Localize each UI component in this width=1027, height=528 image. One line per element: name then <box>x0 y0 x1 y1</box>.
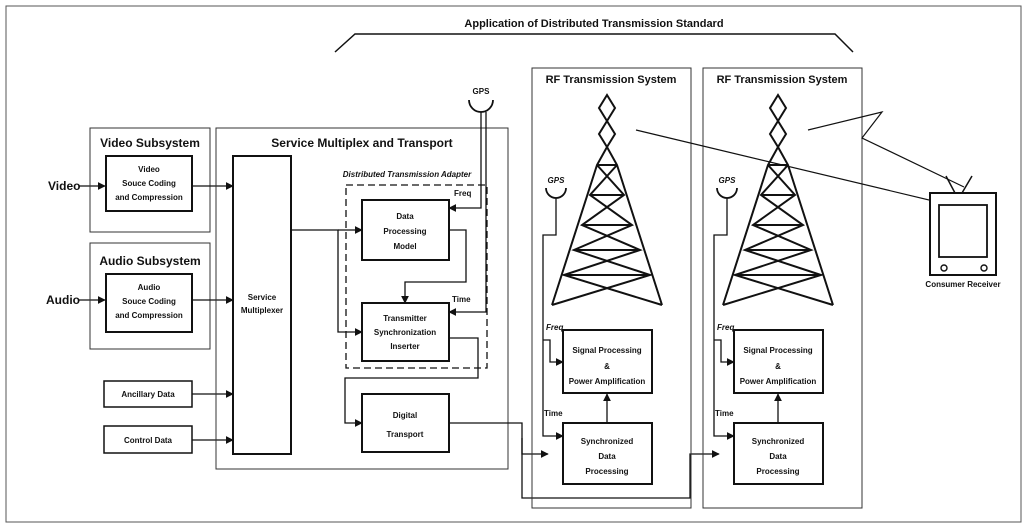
audio-coding-line3: and Compression <box>115 311 183 320</box>
broadcast-wave-1 <box>635 129 951 206</box>
rf-freq-label-1: Freq <box>546 323 563 332</box>
rf-gps-time-line-2 <box>713 198 735 440</box>
video-subsystem-box <box>89 127 211 233</box>
video-coding-line1: Video <box>138 165 160 174</box>
audio-coding-line1: Audio <box>138 283 161 292</box>
digital-transport-box <box>361 393 450 453</box>
rf-system-label-2: RF Transmission System <box>717 74 848 86</box>
video-subsystem-label: Video Subsystem <box>100 136 200 150</box>
rf-gps-antenna-icon-2 <box>716 187 738 199</box>
tsi-to-transport-line <box>344 337 479 427</box>
signal-processing-line3-1: Power Amplification <box>569 377 646 386</box>
broadcast-wave-2 <box>807 111 965 188</box>
digital-transport-line1: Digital <box>393 411 417 420</box>
audio-subsystem-box <box>89 242 211 350</box>
title-brace <box>334 33 854 53</box>
gps-label: GPS <box>473 87 491 96</box>
sync-processing-line1-2: Synchronized <box>752 437 805 446</box>
rf-time-label-2: Time <box>715 409 734 418</box>
rf-gps-freq-line-2 <box>714 339 735 366</box>
tsi-line3: Inserter <box>390 342 419 351</box>
rf-time-label-1: Time <box>544 409 563 418</box>
service-multiplexer-line2: Multiplexer <box>241 306 283 315</box>
control-data-label: Control Data <box>124 436 173 445</box>
rf-gps-label-1: GPS <box>548 176 566 185</box>
sync-processing-line3-2: Processing <box>756 467 799 476</box>
rf-gps-freq-line-1 <box>543 339 564 366</box>
consumer-receiver-label: Consumer Receiver <box>925 280 1000 289</box>
transport-to-rf1-line <box>449 422 549 458</box>
rf-freq-label-2: Freq <box>717 323 734 332</box>
audio-coding-box <box>105 273 193 333</box>
distributed-adapter-label: Distributed Transmission Adapter <box>343 170 472 179</box>
adapter-freq-label: Freq <box>454 189 471 198</box>
adapter-time-label: Time <box>452 295 471 304</box>
data-processing-line1: Data <box>396 212 414 221</box>
tower-icon-1 <box>551 93 663 306</box>
gps-antenna-icon <box>468 99 494 113</box>
signal-processing-line1-2: Signal Processing <box>743 346 812 355</box>
video-coding-line3: and Compression <box>115 193 183 202</box>
sync-processing-line3-1: Processing <box>585 467 628 476</box>
gps-time-line <box>448 112 487 316</box>
digital-transport-line2: Transport <box>387 430 424 439</box>
gps-freq-line <box>448 112 482 212</box>
signal-processing-box-1 <box>562 329 653 394</box>
video-coding-box <box>105 155 193 212</box>
transport-to-rf2-line <box>521 438 720 499</box>
tsi-line2: Synchronization <box>374 328 436 337</box>
audio-coding-line2: Souce Coding <box>122 297 176 306</box>
dpm-to-tsi-line <box>401 229 467 304</box>
data-processing-line3: Model <box>393 242 416 251</box>
signal-processing-line2-2: & <box>775 362 781 371</box>
service-multiplexer-line1: Service <box>248 293 277 302</box>
video-input-label: Video <box>48 179 80 193</box>
audio-input-label: Audio <box>46 293 80 307</box>
signal-processing-line1-1: Signal Processing <box>572 346 641 355</box>
sync-processing-line2-1: Data <box>598 452 616 461</box>
signal-processing-line3-2: Power Amplification <box>740 377 817 386</box>
diagram-title: Application of Distributed Transmission … <box>464 18 723 30</box>
rf-system-box-2 <box>702 67 863 509</box>
diagram-frame <box>5 5 1022 523</box>
signal-processing-line2-1: & <box>604 362 610 371</box>
video-coding-line2: Souce Coding <box>122 179 176 188</box>
consumer-receiver-icon <box>929 175 997 276</box>
ancillary-data-label: Ancillary Data <box>121 390 175 399</box>
sync-processing-line2-2: Data <box>769 452 787 461</box>
data-processing-line2: Processing <box>383 227 426 236</box>
service-mux-transport-box <box>215 127 509 470</box>
rf-gps-time-line-1 <box>542 198 564 440</box>
signal-processing-box-2 <box>733 329 824 394</box>
sync-processing-line1-1: Synchronized <box>581 437 634 446</box>
rf-system-label-1: RF Transmission System <box>546 74 677 86</box>
tsi-line1: Transmitter <box>383 314 427 323</box>
service-multiplexer-box <box>232 155 292 455</box>
audio-subsystem-label: Audio Subsystem <box>99 254 200 268</box>
mux-to-adapter-line <box>291 229 363 336</box>
distributed-adapter-box <box>345 184 488 369</box>
rf-gps-antenna-icon-1 <box>545 187 567 199</box>
rf-gps-label-2: GPS <box>719 176 737 185</box>
rf-system-box-1 <box>531 67 692 509</box>
service-mux-transport-label: Service Multiplex and Transport <box>271 136 452 150</box>
tower-icon-2 <box>722 93 834 306</box>
